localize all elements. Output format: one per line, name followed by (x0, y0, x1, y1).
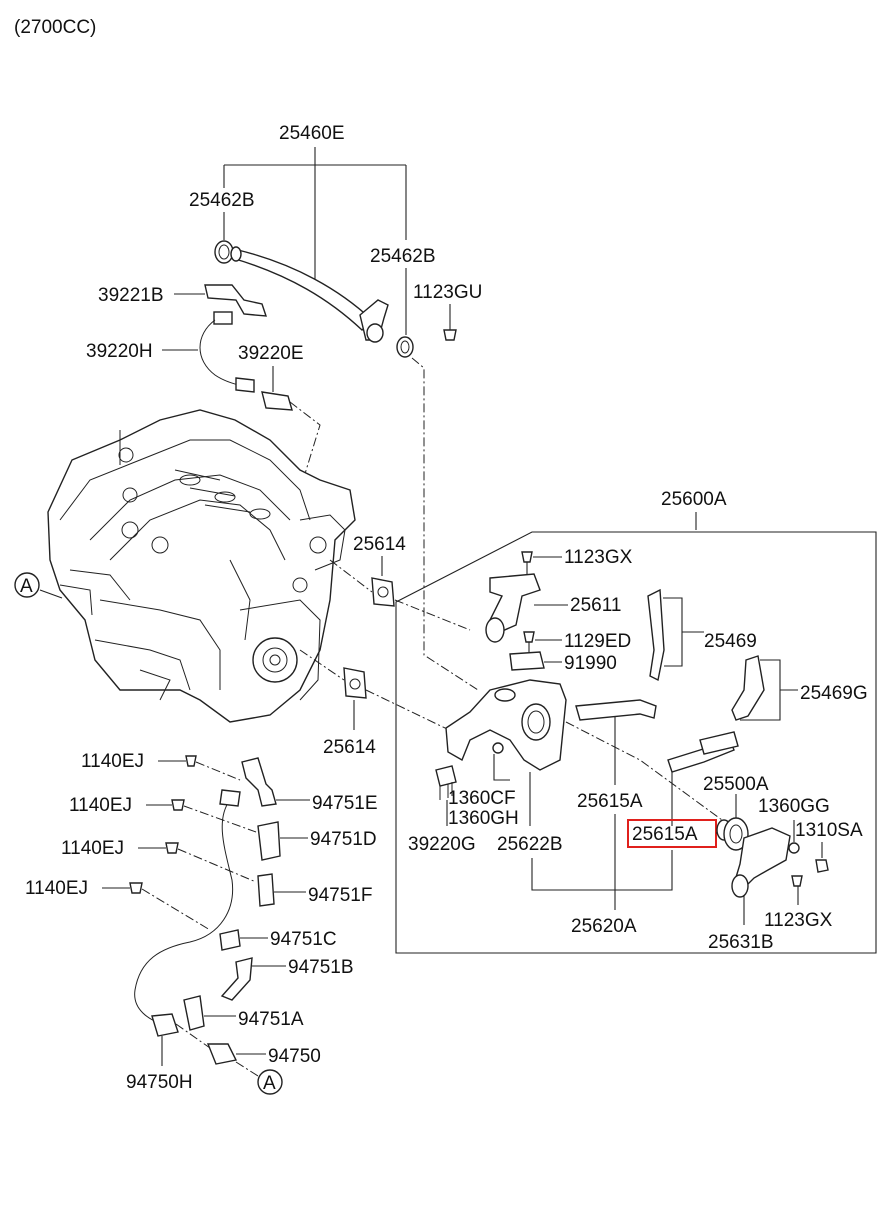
o-ring-top (214, 240, 234, 264)
nut-1310SA (815, 859, 829, 873)
label-25469G[interactable]: 25469G (800, 683, 868, 704)
label-25460E[interactable]: 25460E (279, 123, 345, 144)
label-91990[interactable]: 91990 (564, 653, 617, 674)
bracket-94751D (257, 821, 281, 861)
inlet-cover-25631B (733, 827, 791, 891)
label-94751E[interactable]: 94751E (312, 793, 378, 814)
label-94751C[interactable]: 94751C (270, 929, 337, 950)
bolt-1140EJ-4 (129, 882, 143, 894)
label-1310SA[interactable]: 1310SA (795, 820, 863, 841)
gasket-25614-bottom (343, 667, 367, 699)
plate-91990 (509, 651, 545, 671)
sensor-group-lower: 1140EJ 1140EJ 1140EJ 1140EJ 94751E 94751… (25, 751, 378, 1093)
label-39220H[interactable]: 39220H (86, 341, 153, 362)
bracket-94751F (257, 873, 275, 907)
label-1123GX-bottom[interactable]: 1123GX (764, 910, 833, 931)
outlet-fitting-25611 (489, 573, 541, 633)
label-25614-bottom[interactable]: 25614 (323, 737, 376, 758)
nut-1360CF (492, 742, 504, 754)
label-1123GX-top[interactable]: 1123GX (564, 547, 633, 568)
label-94751A[interactable]: 94751A (238, 1009, 304, 1030)
label-1360GG[interactable]: 1360GG (758, 796, 830, 817)
label-A-left: A (20, 576, 33, 597)
label-1140EJ-2[interactable]: 1140EJ (69, 795, 132, 816)
label-25462B-mid[interactable]: 25462B (370, 246, 436, 267)
label-25469[interactable]: 25469 (704, 631, 757, 652)
ref-circle-A-left (14, 572, 40, 598)
sensor-group-upper: 39221B 39220H 39220E (86, 284, 321, 491)
label-1123GU[interactable]: 1123GU (413, 282, 482, 303)
engine-block (47, 409, 356, 723)
label-1140EJ-4[interactable]: 1140EJ (25, 878, 88, 899)
assembly-box (395, 531, 877, 954)
label-39220E[interactable]: 39220E (238, 343, 304, 364)
label-1140EJ-3[interactable]: 1140EJ (61, 838, 124, 859)
label-25600A[interactable]: 25600A (661, 489, 727, 510)
bolt-1129ED (523, 631, 535, 643)
gasket-group: 25614 25614 (299, 534, 471, 758)
bracket-94751C (219, 929, 241, 951)
label-94751B[interactable]: 94751B (288, 957, 354, 978)
bolt-1123GX-top (521, 551, 533, 563)
sensor-bracket-39221B (204, 284, 268, 317)
label-25615A-highlighted[interactable]: 25615A (632, 824, 698, 845)
bolt-1123GU (443, 329, 457, 341)
diagram-title: (2700CC) (14, 17, 96, 38)
crank-pulley (252, 637, 298, 683)
label-94750[interactable]: 94750 (268, 1046, 321, 1067)
label-25462B-top[interactable]: 25462B (189, 190, 255, 211)
pipe-25615A-upper (575, 699, 657, 721)
label-25622B[interactable]: 25622B (497, 834, 563, 855)
bracket-94751B (220, 957, 253, 1001)
sensor-39220E (261, 391, 293, 411)
sensor-94750 (206, 1043, 238, 1065)
label-1129ED[interactable]: 1129ED (564, 631, 631, 652)
label-25611[interactable]: 25611 (570, 595, 621, 616)
label-25620A[interactable]: 25620A (571, 916, 637, 937)
label-1360GH[interactable]: 1360GH (448, 808, 519, 829)
hose-25469-a (647, 588, 665, 682)
label-1140EJ-1[interactable]: 1140EJ (81, 751, 144, 772)
label-1360CF[interactable]: 1360CF (448, 788, 516, 809)
sensor-39220G (435, 765, 457, 787)
bolt-1123GX-bottom (791, 875, 803, 887)
ref-circle-A-bottom (257, 1069, 283, 1095)
label-25500A[interactable]: 25500A (703, 774, 769, 795)
gasket-25614-top (371, 577, 395, 607)
coolant-pipe (230, 249, 374, 331)
sensor-harness-94750H (134, 799, 234, 1025)
bolt-1140EJ-1 (185, 755, 197, 767)
label-25614-top[interactable]: 25614 (353, 534, 406, 555)
thermostat-housing (445, 679, 567, 771)
label-25615A-mid[interactable]: 25615A (577, 791, 643, 812)
label-A-bottom: A (263, 1073, 276, 1094)
bolt-1140EJ-2 (171, 799, 185, 811)
label-94751D[interactable]: 94751D (310, 829, 377, 850)
connector-94750H (151, 1013, 179, 1037)
leader-25460E (223, 147, 407, 283)
coolant-pipe-group: 25460E 25462B 25462B 1123GU (189, 123, 482, 358)
bracket-94751E (241, 757, 277, 807)
hose-25469-b (731, 655, 765, 721)
bolt-1140EJ-3 (165, 842, 179, 854)
o-ring-mid (396, 336, 414, 358)
label-39220G[interactable]: 39220G (408, 834, 476, 855)
nut-1360GG (788, 842, 800, 854)
bracket-94751A (183, 995, 205, 1031)
label-25631B[interactable]: 25631B (708, 932, 774, 953)
label-94751F[interactable]: 94751F (308, 885, 372, 906)
label-94750H[interactable]: 94750H (126, 1072, 193, 1093)
thermostat-assembly-group: 25600A 1123GX 25611 1129ED 91990 39220G (395, 489, 877, 954)
label-39221B[interactable]: 39221B (98, 285, 164, 306)
